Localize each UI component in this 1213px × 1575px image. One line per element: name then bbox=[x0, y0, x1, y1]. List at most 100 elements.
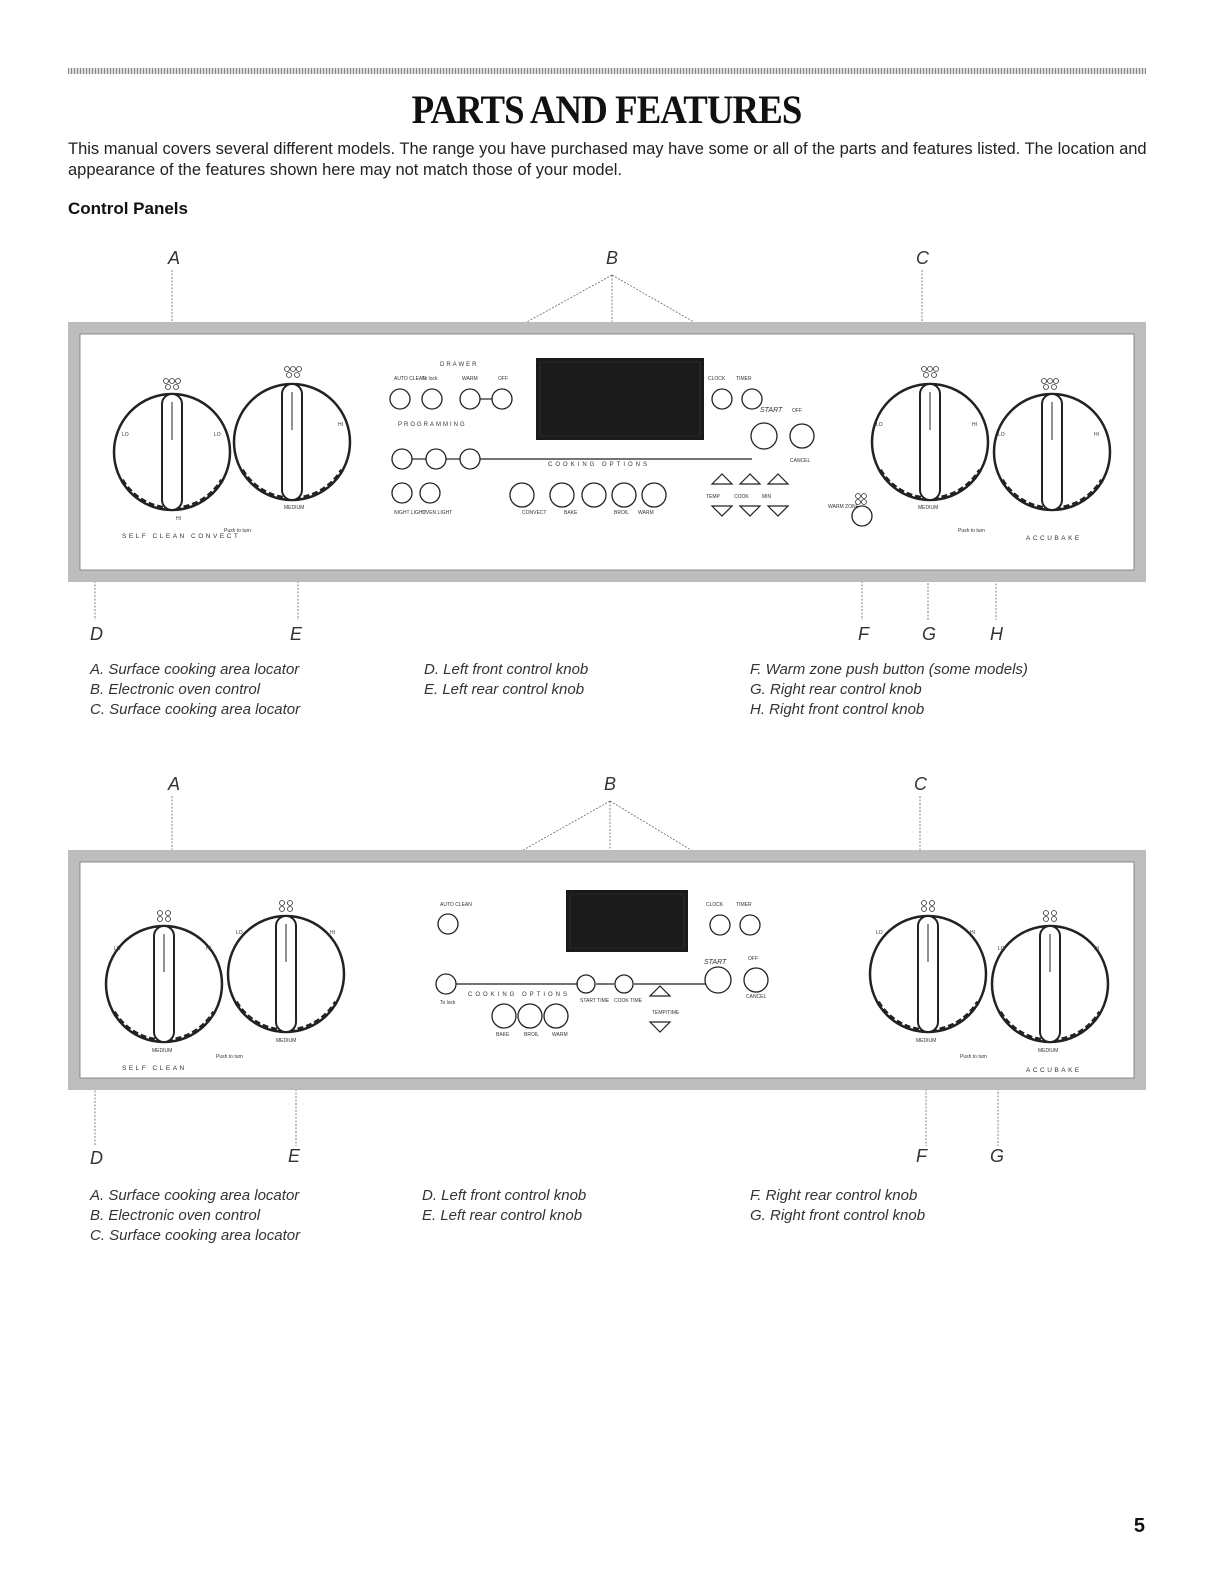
p2-knob-label-hi-1: HI bbox=[206, 946, 211, 952]
min-up-arrow[interactable] bbox=[766, 473, 790, 485]
panel2-left-rear-knob[interactable] bbox=[226, 914, 346, 1034]
bake-button[interactable] bbox=[549, 482, 575, 508]
oven-light-label: OVEN LIGHT bbox=[422, 510, 452, 516]
warm-zone-button[interactable] bbox=[851, 505, 873, 527]
p2-off-label: OFF bbox=[748, 956, 758, 962]
cancel-button[interactable] bbox=[789, 423, 815, 449]
drawer-off-label: OFF bbox=[498, 376, 508, 382]
p2-start-button[interactable] bbox=[704, 966, 732, 994]
panel1-legend-col-3: F. Warm zone push button (some models) G… bbox=[750, 660, 1028, 720]
p2-knob-label-lo-4: LO bbox=[998, 946, 1005, 952]
drawer-warm-label: WARM bbox=[462, 376, 478, 382]
p2-start-time-label: START TIME bbox=[580, 998, 610, 1004]
panel2-surface-locator-right bbox=[921, 900, 1057, 922]
cook-option-button[interactable] bbox=[581, 482, 607, 508]
program-button-2[interactable] bbox=[425, 448, 447, 470]
convect-button[interactable] bbox=[509, 482, 535, 508]
legend-item-a: A. Surface cooking area locator bbox=[90, 661, 300, 678]
broil-button[interactable] bbox=[611, 482, 637, 508]
panel2-callout-b: B bbox=[604, 774, 617, 794]
callout-d: D bbox=[90, 624, 103, 644]
p2-clock-button[interactable] bbox=[709, 914, 731, 936]
p2-legend-item-f: F. Right rear control knob bbox=[750, 1187, 918, 1204]
right-front-knob[interactable] bbox=[992, 392, 1112, 512]
p2-knob-label-medium-1: MEDIUM bbox=[152, 1048, 172, 1054]
panel2-right-front-knob[interactable] bbox=[990, 924, 1110, 1044]
knob-label-lo-4: LO bbox=[998, 432, 1005, 438]
panel2-legend-col-3: F. Right rear control knob G. Right fron… bbox=[750, 1186, 925, 1226]
p2-cancel-button[interactable] bbox=[743, 967, 769, 993]
p2-warm-label: WARM bbox=[552, 1032, 568, 1038]
p2-broil-label: BROIL bbox=[524, 1032, 539, 1038]
temp-down-arrow[interactable] bbox=[710, 505, 734, 517]
cook-down-arrow[interactable] bbox=[738, 505, 762, 517]
p2-knob-label-lo-1: LO bbox=[114, 946, 121, 952]
left-front-knob[interactable] bbox=[112, 392, 232, 512]
cook-label: COOK bbox=[734, 494, 749, 500]
p2-temp-up-arrow[interactable] bbox=[648, 985, 672, 997]
oven-light-button[interactable] bbox=[419, 482, 441, 504]
program-button-3[interactable] bbox=[459, 448, 481, 470]
right-rear-knob[interactable] bbox=[870, 382, 990, 502]
p2-legend-item-a: A. Surface cooking area locator bbox=[90, 1187, 300, 1204]
legend-item-b: B. Electronic oven control bbox=[90, 681, 261, 698]
intro-paragraph: This manual covers several different mod… bbox=[68, 140, 1147, 179]
drawer-off-button[interactable] bbox=[491, 388, 513, 410]
cook-up-arrow[interactable] bbox=[738, 473, 762, 485]
p2-temp-down-arrow[interactable] bbox=[648, 1021, 672, 1033]
broil-label: BROIL bbox=[614, 510, 629, 516]
clock-button[interactable] bbox=[711, 388, 733, 410]
legend-item-g: G. Right rear control knob bbox=[750, 681, 922, 698]
knob-label-hi-2: HI bbox=[176, 516, 181, 522]
panel2-electronic-oven-control: AUTO CLEAN CLOCK TIMER START OFF CANCEL … bbox=[435, 890, 769, 1038]
knob-label-lo-3: LO bbox=[876, 422, 883, 428]
p2-legend-item-e: E. Left rear control knob bbox=[422, 1207, 583, 1224]
p2-warm-button[interactable] bbox=[543, 1003, 569, 1029]
p2-lock-button[interactable] bbox=[435, 973, 457, 995]
p2-auto-clean-button[interactable] bbox=[437, 913, 459, 935]
night-light-button[interactable] bbox=[391, 482, 413, 504]
p2-legend-item-c: C. Surface cooking area locator bbox=[90, 1227, 301, 1244]
warm-zone-label: WARM ZONE bbox=[828, 504, 860, 510]
drawer-warm-button[interactable] bbox=[459, 388, 481, 410]
panel2-callout-g: G bbox=[990, 1146, 1005, 1166]
p2-bake-label: BAKE bbox=[496, 1032, 510, 1038]
lock-button[interactable] bbox=[421, 388, 443, 410]
p2-knob-label-lo-3: LO bbox=[876, 930, 883, 936]
panel2-right-rear-knob[interactable] bbox=[868, 914, 988, 1034]
knob-label-lo-2: LO bbox=[214, 432, 221, 438]
clock-label: CLOCK bbox=[708, 376, 726, 382]
p2-cook-time-button[interactable] bbox=[614, 974, 634, 994]
accubake-label: ACCUBAKE bbox=[1026, 535, 1082, 542]
surface-locator-left bbox=[163, 366, 302, 390]
p2-knob-label-lo-2: LO bbox=[236, 930, 243, 936]
p2-bake-button[interactable] bbox=[491, 1003, 517, 1029]
legend-item-h: H. Right front control knob bbox=[750, 701, 925, 718]
p2-broil-button[interactable] bbox=[517, 1003, 543, 1029]
night-light-label: NIGHT LIGHT bbox=[394, 510, 426, 516]
program-button-1[interactable] bbox=[391, 448, 413, 470]
panel2-callout-f: F bbox=[916, 1146, 927, 1166]
min-down-arrow[interactable] bbox=[766, 505, 790, 517]
p2-start-time-button[interactable] bbox=[576, 974, 596, 994]
panel2-left-front-knob[interactable] bbox=[104, 924, 224, 1044]
oven-display bbox=[536, 358, 704, 440]
timer-button[interactable] bbox=[741, 388, 763, 410]
panel2-callout-e: E bbox=[288, 1146, 301, 1166]
p2-knob-label-medium-4: MEDIUM bbox=[1038, 1048, 1058, 1054]
temp-label: TEMP bbox=[706, 494, 721, 500]
p2-knob-label-hi-2: HI bbox=[330, 930, 335, 936]
panel2-callout-d: D bbox=[90, 1148, 103, 1168]
drawer-label: DRAWER bbox=[440, 362, 478, 368]
temp-up-arrow[interactable] bbox=[710, 473, 734, 485]
p2-knob-label-hi-3: HI bbox=[970, 930, 975, 936]
panel1-legend-col-1: A. Surface cooking area locator B. Elect… bbox=[90, 660, 300, 720]
callout-a: A bbox=[168, 248, 181, 268]
start-button[interactable] bbox=[750, 422, 778, 450]
auto-clean-button[interactable] bbox=[389, 388, 411, 410]
p2-timer-button[interactable] bbox=[739, 914, 761, 936]
p2-cook-time-label: COOK TIME bbox=[614, 998, 643, 1004]
warm-button[interactable] bbox=[641, 482, 667, 508]
left-rear-knob[interactable] bbox=[232, 382, 352, 502]
push-to-turn-left: Push to turn bbox=[224, 528, 251, 534]
